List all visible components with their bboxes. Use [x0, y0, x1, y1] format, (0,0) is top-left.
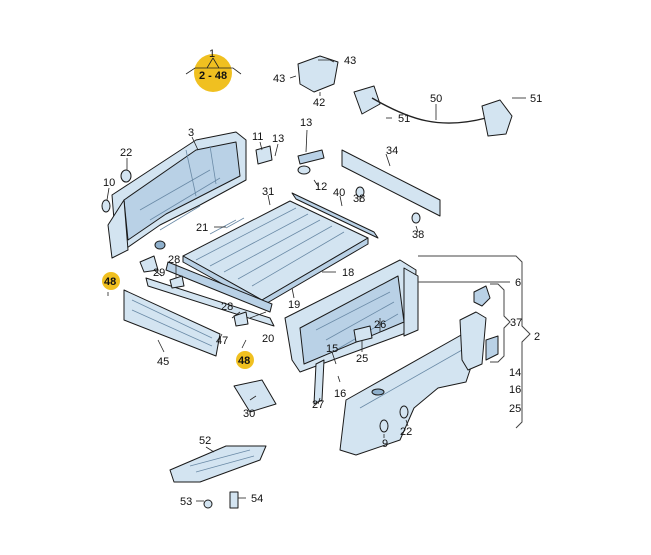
top-bracket-part — [297, 55, 339, 93]
liner-tray-part — [169, 445, 267, 483]
label-48-left: 48 — [104, 276, 116, 288]
bolt-48-left-highlight — [102, 272, 120, 290]
label-30: 30 — [243, 408, 255, 420]
callout-highlight-circle — [194, 54, 232, 92]
callout-number: 1 — [209, 48, 215, 60]
label-22-lower: 22 — [400, 426, 412, 438]
side-wall-part — [284, 259, 419, 373]
label-14: 14 — [509, 367, 521, 379]
label-28-upper: 28 — [168, 254, 180, 266]
cross-member-part — [291, 192, 379, 239]
group-brackets — [418, 255, 531, 429]
label-42: 42 — [313, 97, 325, 109]
label-26: 26 — [374, 319, 386, 331]
long-rail-part — [341, 149, 441, 217]
label-10: 10 — [103, 177, 115, 189]
label-13-upper: 13 — [272, 133, 284, 145]
label-2: 2 — [534, 331, 540, 343]
label-52: 52 — [199, 435, 211, 447]
leader-lines — [106, 59, 526, 502]
label-53: 53 — [180, 496, 192, 508]
small-parts — [101, 145, 421, 509]
pillar-brackets-part — [459, 285, 499, 371]
label-29: 29 — [153, 267, 165, 279]
label-28-lower: 28 — [221, 301, 233, 313]
label-15: 15 — [326, 343, 338, 355]
label-51-right: 51 — [530, 93, 542, 105]
label-51-center: 51 — [398, 113, 410, 125]
label-40: 40 — [333, 187, 345, 199]
label-48-right: 48 — [238, 355, 250, 367]
assembly-callout: 1 2 - 48 — [185, 48, 242, 92]
label-43-right: 43 — [344, 55, 356, 67]
label-31: 31 — [262, 186, 274, 198]
label-21: 21 — [196, 222, 208, 234]
label-16-center: 16 — [334, 388, 346, 400]
label-9: 9 — [382, 438, 388, 450]
inner-rail-part — [165, 261, 273, 313]
callout-range: 2 - 48 — [199, 70, 227, 82]
label-18: 18 — [342, 267, 354, 279]
label-37: 37 — [510, 317, 522, 329]
bolt-48-right-highlight — [236, 351, 254, 369]
label-27: 27 — [312, 399, 324, 411]
tailgate-panel-part — [123, 289, 221, 357]
label-34: 34 — [386, 145, 398, 157]
lock-cable-part — [353, 85, 513, 137]
label-13-lower: 13 — [300, 117, 312, 129]
callout-pointer — [206, 57, 220, 69]
label-22-upper: 22 — [120, 147, 132, 159]
label-12: 12 — [315, 181, 327, 193]
label-11: 11 — [252, 131, 263, 143]
label-54: 54 — [251, 493, 263, 505]
label-38-upper: 38 — [353, 193, 365, 205]
label-6: 6 — [515, 277, 521, 289]
label-43-left: 43 — [273, 73, 285, 85]
label-50: 50 — [430, 93, 442, 105]
callout-bracket — [185, 67, 242, 75]
label-19: 19 — [288, 299, 300, 311]
label-25-right: 25 — [509, 403, 521, 415]
front-wall-part — [107, 131, 247, 259]
label-38-lower: 38 — [412, 229, 424, 241]
label-45: 45 — [157, 356, 169, 368]
label-16-right: 16 — [509, 384, 521, 396]
part-labels: 2 3 6 9 10 11 12 13 13 14 15 16 16 18 19… — [103, 55, 542, 508]
label-25-center: 25 — [356, 353, 368, 365]
label-47: 47 — [216, 335, 228, 347]
label-20: 20 — [262, 333, 274, 345]
label-3: 3 — [188, 127, 194, 139]
step-bracket-part — [233, 379, 277, 413]
